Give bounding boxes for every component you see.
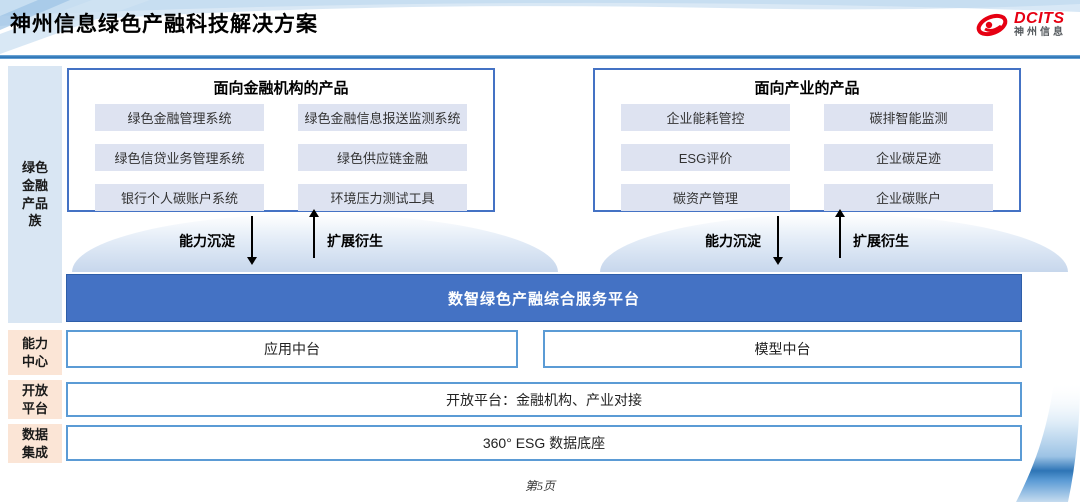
model-middle-platform-label: 模型中台: [754, 341, 811, 357]
arrow-down-icon: [247, 216, 257, 265]
flow-arrows-left: 能力沉淀 扩展衍生: [67, 209, 495, 270]
product-item: 企业碳足迹: [824, 144, 993, 171]
app-middle-platform-label: 应用中台: [264, 341, 320, 357]
esg-data-base-label: 360° ESG 数据底座: [482, 435, 606, 451]
rail-open-platform: 开放平台: [8, 380, 62, 419]
group-financial-title: 面向金融机构的产品: [213, 80, 349, 97]
product-item: 绿色供应链金融: [298, 144, 467, 171]
product-item: 环境压力测试工具: [298, 184, 467, 211]
group-financial-products: 面向金融机构的产品 绿色金融管理系统 绿色金融信息报送监测系统 绿色信贷业务管理…: [67, 68, 495, 212]
expand-derive-label: 扩展衍生: [327, 233, 383, 249]
rail-capability-center-label: 能力中心: [21, 335, 48, 369]
company-logo: DCITS 神州信息: [975, 10, 1066, 40]
rail-data-integration: 数据集成: [8, 424, 62, 463]
platform-title: 数智绿色产融综合服务平台: [447, 290, 640, 308]
expand-derive-label: 扩展衍生: [853, 233, 909, 249]
logo-brand-cn: 神州信息: [1014, 27, 1066, 39]
open-platform-label: 开放平台：金融机构、产业对接: [446, 391, 642, 408]
rail-capability-center: 能力中心: [8, 330, 62, 375]
dcits-swirl-icon: [976, 13, 1008, 37]
group-industry-title: 面向产业的产品: [754, 80, 860, 97]
logo-brand: DCITS: [1014, 10, 1065, 28]
platform-bar: 数智绿色产融综合服务平台: [66, 274, 1022, 322]
group-industry-grid: 企业能耗管控 碳排智能监测 ESG评价 企业碳足迹 碳资产管理 企业碳账户: [595, 102, 1019, 211]
product-item: 绿色金融信息报送监测系统: [298, 104, 467, 131]
rail-data-integration-label: 数据集成: [21, 426, 48, 460]
product-item: 碳排智能监测: [824, 104, 993, 131]
app-middle-platform-box: 应用中台: [66, 330, 518, 368]
product-item: 碳资产管理: [621, 184, 790, 211]
page-number: 第5页: [524, 479, 555, 493]
corner-swoosh-decoration: [1016, 382, 1080, 502]
rail-open-platform-label: 开放平台: [21, 382, 48, 416]
open-platform-box: 开放平台：金融机构、产业对接: [66, 382, 1022, 417]
header-swoosh-decoration: [0, 0, 1080, 54]
arrow-up-icon: [835, 209, 845, 258]
arrow-down-icon: [773, 216, 783, 265]
product-item: 绿色金融管理系统: [95, 104, 264, 131]
rail-product-family: 绿色金融产品族: [8, 66, 62, 323]
flow-arrows-right: 能力沉淀 扩展衍生: [593, 209, 1021, 270]
page-title: 神州信息绿色产融科技解决方案: [10, 13, 318, 36]
product-item: 企业能耗管控: [621, 104, 790, 131]
capability-settle-label: 能力沉淀: [179, 233, 235, 249]
product-item: 企业碳账户: [824, 184, 993, 211]
model-middle-platform-box: 模型中台: [543, 330, 1022, 368]
group-industry-products: 面向产业的产品 企业能耗管控 碳排智能监测 ESG评价 企业碳足迹 碳资产管理 …: [593, 68, 1021, 212]
logo-text: DCITS 神州信息: [1014, 11, 1066, 38]
product-item: ESG评价: [621, 144, 790, 171]
capability-settle-label: 能力沉淀: [705, 233, 761, 249]
product-item: 银行个人碳账户系统: [95, 184, 264, 211]
rail-product-family-label: 绿色金融产品族: [21, 160, 48, 229]
title-underline: [0, 55, 1080, 59]
esg-data-base-box: 360° ESG 数据底座: [66, 425, 1022, 461]
arrow-up-icon: [309, 209, 319, 258]
group-financial-grid: 绿色金融管理系统 绿色金融信息报送监测系统 绿色信贷业务管理系统 绿色供应链金融…: [69, 102, 493, 211]
product-item: 绿色信贷业务管理系统: [95, 144, 264, 171]
